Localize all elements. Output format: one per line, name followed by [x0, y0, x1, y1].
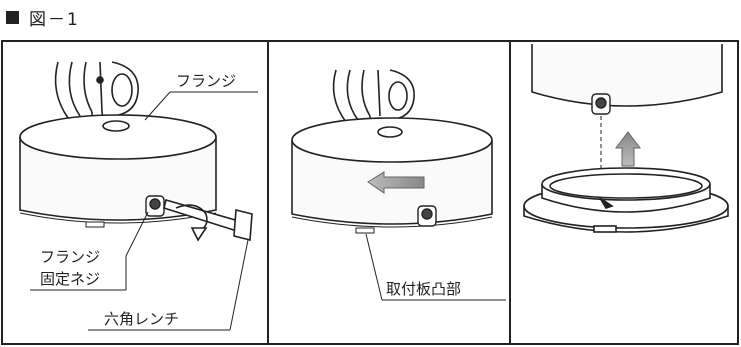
square-bullet-icon: [6, 10, 19, 24]
flange-screw: [591, 93, 611, 115]
mount-cylinder: [531, 44, 723, 107]
panel-1: フランジ フランジ 固定ネジ 六角レンチ: [19, 61, 258, 331]
figure-frame: [1, 40, 739, 345]
panel-2: 取付板凸部: [291, 69, 506, 301]
hex-wrench: [163, 199, 253, 242]
figure-title-row: 図－1: [6, 6, 80, 30]
label-flange: フランジ: [176, 72, 236, 90]
label-flange-screw-line2: 固定ネジ: [40, 270, 100, 288]
label-hex-wrench: 六角レンチ: [104, 310, 179, 328]
mount-cylinder: [19, 114, 217, 228]
flange-screw: [417, 205, 437, 227]
mounting-plate-ring: [523, 167, 729, 233]
figure-title: 図－1: [29, 9, 80, 30]
label-flange-screw-line1: フランジ: [40, 248, 100, 266]
panel-3: [523, 44, 729, 233]
lift-up-arrow-icon: [615, 131, 641, 167]
flange-screw: [145, 195, 165, 217]
label-mount-plate-tab: 取付板凸部: [386, 280, 461, 298]
mount-cylinder: [291, 117, 493, 234]
rotate-left-arrow-icon: [367, 171, 425, 194]
